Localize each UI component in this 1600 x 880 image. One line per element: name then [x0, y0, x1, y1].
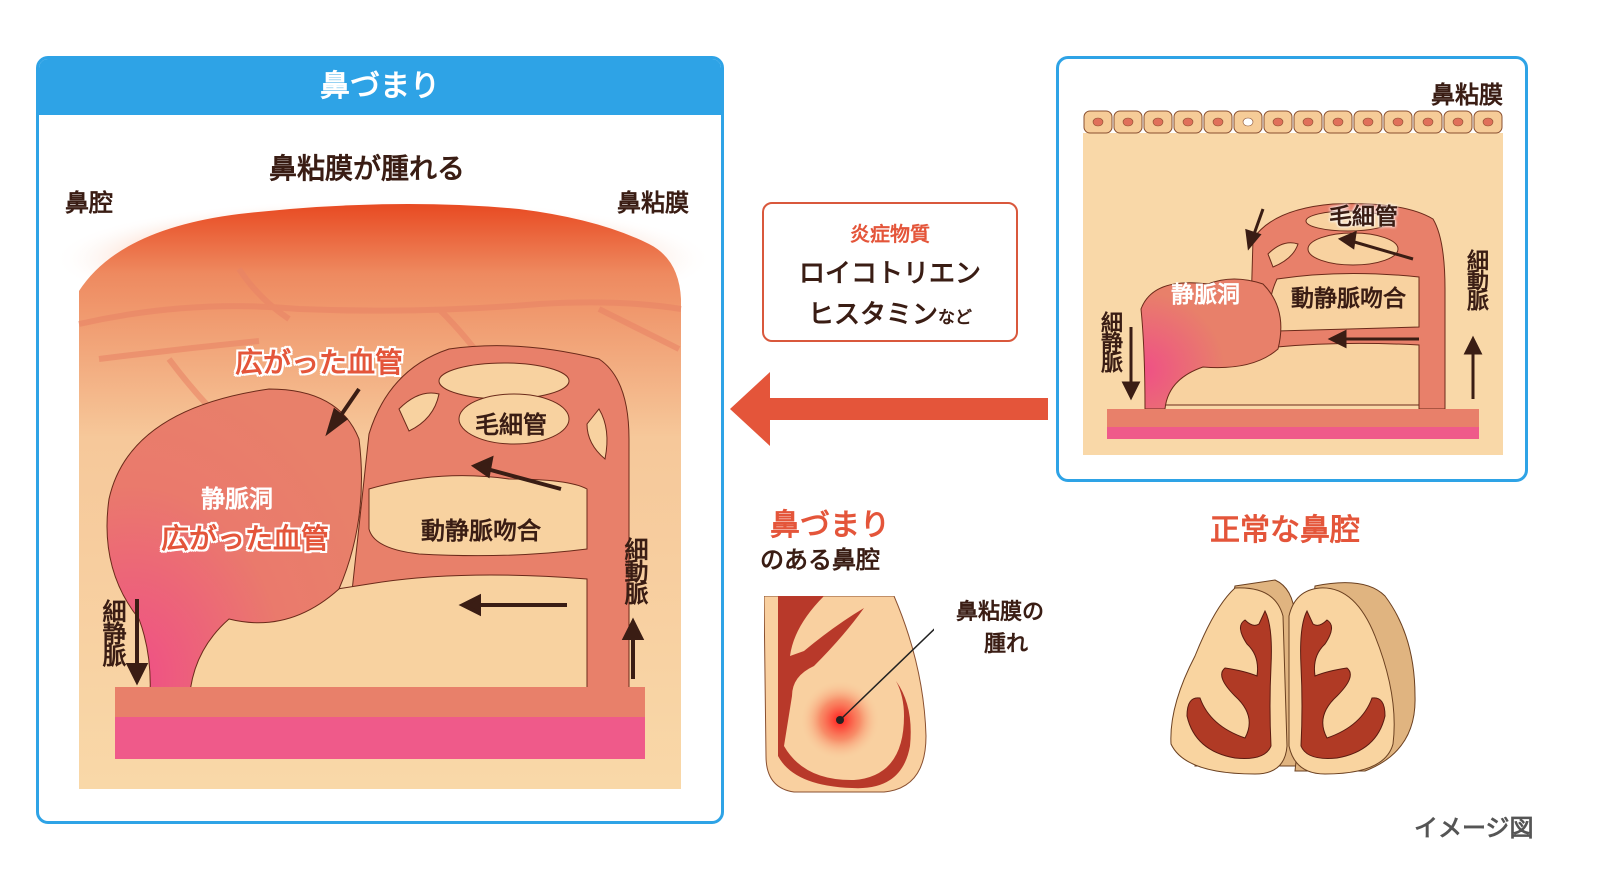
flow-arrows	[1121, 208, 1483, 401]
right-arteriole-label: 細動脈	[1463, 249, 1488, 309]
venous-sinus	[106, 388, 362, 710]
swelling-callout-line1: 鼻粘膜の	[956, 600, 1045, 625]
progression-arrow-icon	[730, 372, 1048, 446]
epithelium-row	[1083, 110, 1503, 134]
normal-mucosa-illustration	[1083, 110, 1503, 455]
venous-sinus	[1140, 278, 1282, 410]
callout-dot	[836, 716, 844, 724]
cell-nucleus	[1182, 117, 1194, 127]
cell-nucleus	[1302, 117, 1314, 127]
mediator-histamine: ヒスタミン	[807, 300, 938, 330]
cell-nucleus	[1122, 117, 1134, 127]
cell-nucleus	[1092, 117, 1104, 127]
cell-nucleus	[1212, 117, 1224, 127]
congested-cavity-subtitle: のある鼻腔	[760, 546, 880, 574]
mediator-leukotriene: ロイコトリエン	[798, 259, 981, 289]
panel-title: 鼻づまり	[39, 59, 721, 115]
normal-cavity-illustration	[1170, 579, 1416, 775]
congested-mucosa-illustration	[53, 199, 713, 789]
mediator-suffix: など	[938, 308, 972, 328]
arteriole-base	[1107, 409, 1479, 427]
right-venule-label: 細静脈	[1097, 311, 1122, 371]
arteriole-label: 細動脈	[620, 537, 648, 603]
nasal-cavity-label: 鼻腔	[65, 189, 113, 217]
normal-cavity-title: 正常な鼻腔	[1210, 513, 1360, 548]
image-note: イメージ図	[1414, 814, 1534, 842]
venule-label: 細静脈	[98, 599, 126, 665]
swelling-label: 鼻粘膜が腫れる	[269, 152, 466, 185]
right-av-anastomosis-label: 動静脈吻合	[1291, 286, 1406, 312]
cell-nucleus	[1392, 117, 1404, 127]
goblet-cell-nucleus	[1242, 117, 1254, 127]
venule-base	[1107, 427, 1479, 439]
cell-nucleus	[1422, 117, 1434, 127]
cell-nucleus	[1152, 117, 1164, 127]
dilated-sinus-label: 広がった血管	[161, 522, 330, 555]
normal-mucosa-panel: 鼻粘膜 毛細管 静脈洞 動静脈吻合 細	[1056, 56, 1528, 482]
turbinates	[1186, 609, 1386, 759]
cell-nucleus	[1272, 117, 1284, 127]
congested-cavity-illustration	[764, 596, 934, 793]
callout-leader	[839, 628, 934, 721]
capillary-label: 毛細管	[475, 411, 547, 439]
mediator-heading: 炎症物質	[850, 222, 930, 246]
capillary-loops	[1162, 210, 1420, 406]
dilated-vessel-label: 広がった血管	[235, 346, 404, 379]
congested-turbinate	[778, 596, 911, 789]
cell-nucleus	[1332, 117, 1344, 127]
nasal-mucosa-label: 鼻粘膜	[617, 189, 689, 217]
cell-nucleus	[1452, 117, 1464, 127]
congestion-panel: 鼻づまり 鼻粘膜が腫れる 鼻腔 鼻粘膜 広がった血管 毛細管 静脈洞 広がった血…	[36, 56, 724, 824]
right-mucosa-label: 鼻粘膜	[1431, 81, 1503, 109]
right-venous-sinus-label: 静脈洞	[1171, 282, 1240, 308]
venule-base	[115, 717, 645, 759]
flow-arrows	[125, 387, 645, 686]
cell-nucleus	[1362, 117, 1374, 127]
mediator-histamine-line: ヒスタミンなど	[764, 294, 1016, 331]
right-capillary-label: 毛細管	[1329, 204, 1398, 230]
congested-cavity-title: 鼻づまり	[770, 508, 890, 543]
venous-sinus-label: 静脈洞	[201, 485, 273, 513]
av-anastomosis-label: 動静脈吻合	[421, 517, 541, 545]
swelling-callout-line2: 腫れ	[984, 632, 1029, 657]
inflammatory-mediators-box: 炎症物質 ロイコトリエン ヒスタミンなど	[762, 202, 1018, 342]
arteriole-base	[115, 687, 645, 717]
cell-nucleus	[1482, 117, 1494, 127]
